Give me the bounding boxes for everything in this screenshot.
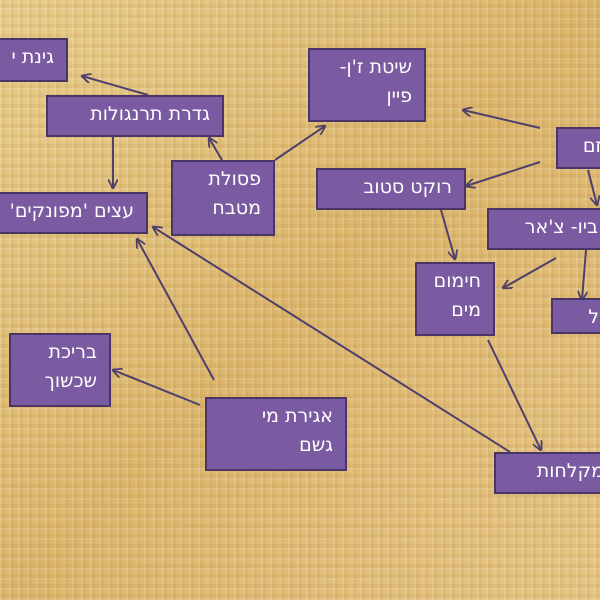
node-zhen[interactable]: שיטת ז'ן- פיין xyxy=(308,48,426,122)
node-zm[interactable]: זם xyxy=(556,127,600,169)
arrow-agira-to-etzim xyxy=(137,239,215,381)
arrow-miklahot-to-etzim xyxy=(153,227,511,453)
arrow-himum-to-miklahot xyxy=(487,339,541,450)
node-brecha[interactable]: בריכת שכשוך xyxy=(9,333,111,407)
arrow-rocket-to-himum xyxy=(440,209,455,259)
arrow-zm-to-zhen xyxy=(463,110,541,129)
node-ginat[interactable]: גינת י xyxy=(0,38,68,82)
node-psolet[interactable]: פסולת מטבח xyxy=(171,160,275,236)
node-el[interactable]: ל xyxy=(551,298,600,334)
node-gderet[interactable]: גדרת תרנגולות xyxy=(46,95,224,137)
node-bio[interactable]: ביו- צ'אר xyxy=(487,208,600,250)
arrow-psolet-to-zhen xyxy=(274,126,325,161)
arrow-bio-to-el xyxy=(582,249,586,300)
arrow-bio-to-himum xyxy=(503,257,557,288)
node-himum[interactable]: חימום מים xyxy=(415,262,495,336)
arrow-psolet-to-gderet xyxy=(209,138,223,161)
node-etzim[interactable]: עצים 'מפונקים' xyxy=(0,192,148,234)
arrow-gderet-to-ginat xyxy=(82,76,149,96)
arrow-agira-to-brecha xyxy=(113,370,201,406)
node-rocket[interactable]: רוקט סטוב xyxy=(316,168,466,210)
node-miklahot[interactable]: מקלחות xyxy=(494,452,600,494)
arrow-zm-to-bio xyxy=(587,169,597,205)
arrow-zm-to-rocket xyxy=(466,161,541,186)
node-agira[interactable]: אגירת מי גשם xyxy=(205,397,347,471)
